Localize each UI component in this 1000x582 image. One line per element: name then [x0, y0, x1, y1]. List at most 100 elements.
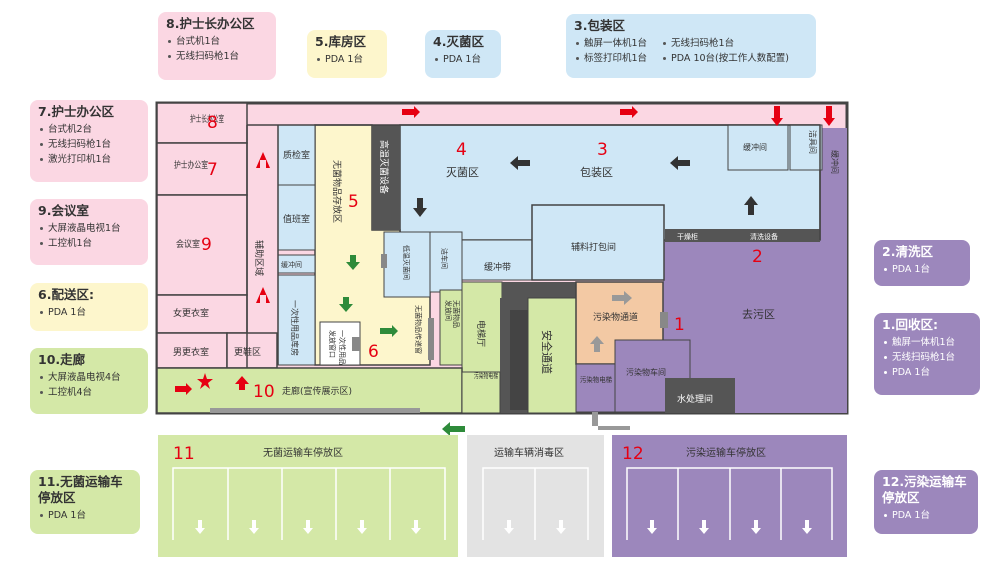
- aux-pack-room: [531, 204, 665, 281]
- room-sterile-goods: 无菌物品: [452, 300, 461, 328]
- corridor: [156, 367, 463, 414]
- male-locker: [156, 332, 228, 369]
- room-buffer-small: 缓冲间: [281, 260, 302, 269]
- callout-item: PDA 1台: [38, 508, 132, 523]
- parking-disinfect-label: 运输车辆消毒区: [494, 446, 564, 459]
- room-disposable-store: 一次性用品库房: [290, 300, 300, 356]
- room-male: 男更衣室: [173, 346, 209, 358]
- callout-head-nurse-office: 8.护士长办公区 台式机1台无线扫码枪1台: [158, 12, 276, 80]
- room-safe-passage: 安全通道: [540, 330, 554, 374]
- callout-title: 5.库房区: [315, 34, 366, 49]
- callout-item: 大屏液晶电视1台: [38, 221, 140, 236]
- room-elevator: 电梯厅: [475, 320, 487, 347]
- callout-corridor: 10.走廊 大屏液晶电视4台工控机4台: [30, 348, 148, 414]
- elevator-hall: [461, 281, 503, 373]
- num-2: 2: [752, 247, 763, 267]
- callout-title: 9.会议室: [38, 203, 89, 218]
- room-qc: 质检室: [283, 149, 310, 161]
- callout-item: PDA 1台: [315, 52, 379, 67]
- room-wash-equip: 清洗设备: [750, 232, 778, 241]
- parking-dirty-label: 污染运输车停放区: [686, 446, 766, 459]
- room-dirty-elev-1: 污染物电梯: [474, 371, 498, 380]
- callout-item: PDA 10台(按工作人数配置): [661, 51, 789, 66]
- room-dryer: 干燥柜: [677, 232, 698, 241]
- callout-sterilize: 4.灭菌区 PDA 1台: [425, 30, 501, 78]
- room-sterile-storage: 无菌物品存放区: [331, 160, 343, 223]
- callout-sterile-parking: 11.无菌运输车停放区 PDA 1台: [30, 470, 140, 534]
- callout-title: 12.污染运输车停放区: [882, 474, 967, 505]
- room-low-temp: 低温灭菌间: [402, 245, 411, 280]
- room-clean-tool: 洁具间: [808, 130, 818, 154]
- num-12: 12: [622, 444, 644, 464]
- duty-room: [277, 184, 316, 251]
- room-labels: 护士长办公室 护士办公室 会议室 女更衣室 男更衣室 更鞋区 辅助区域 质检室 …: [173, 113, 840, 405]
- callout-item: PDA 1台: [38, 305, 140, 320]
- room-dispatch: 发放间: [444, 300, 453, 321]
- room-transfer-window: 无菌物品传递窗: [414, 305, 423, 354]
- room-clean-car: 洁车间: [440, 248, 449, 269]
- buffer-room-top: [727, 124, 789, 171]
- num-3: 3: [597, 140, 608, 160]
- shaft-block-3: [510, 310, 528, 410]
- num-7: 7: [207, 160, 218, 180]
- parking-arrows: [195, 520, 812, 534]
- change-room: [226, 332, 278, 369]
- callout-item: 标签打印机1台: [574, 51, 647, 66]
- callout-title: 3.包装区: [574, 18, 625, 33]
- callout-title: 4.灭菌区: [433, 34, 484, 49]
- num-9: 9: [201, 235, 212, 255]
- num-10: 10: [253, 382, 275, 402]
- flow-arrows-dark: [413, 156, 758, 217]
- parking-lines: [172, 467, 833, 540]
- disposable-store: [277, 274, 316, 366]
- num-11: 11: [173, 444, 195, 464]
- flow-arrows-gray: [590, 291, 632, 430]
- room-buffer-top: 缓冲间: [743, 142, 767, 152]
- room-meeting: 会议室: [176, 238, 200, 250]
- num-8: 8: [207, 113, 218, 133]
- callout-storage: 5.库房区 PDA 1台: [307, 30, 387, 78]
- room-high-temp: 高温灭菌设备: [378, 140, 390, 194]
- callout-item: 触屏一体机1台: [574, 36, 647, 51]
- sterile-parking: [158, 435, 458, 557]
- callout-item: PDA 1台: [882, 262, 962, 277]
- room-disposable-goods: 一次性用品: [338, 330, 347, 365]
- callout-title: 6.配送区:: [38, 287, 94, 302]
- room-dirty-channel: 污染物通道: [593, 311, 638, 323]
- clean-tool-room: [789, 124, 823, 171]
- room-buffer-zone: 缓冲带: [484, 261, 511, 273]
- callout-item: 激光打印机1台: [38, 152, 140, 167]
- room-buffer-right: 缓冲间: [830, 150, 840, 174]
- callout-title: 1.回收区:: [882, 317, 938, 332]
- callout-item: 无线扫码枪1台: [661, 36, 789, 51]
- qc-room: [277, 124, 316, 186]
- zone-numbers: 1 2 3 4 5 6 7 8 9 10 11 12: [173, 113, 763, 464]
- callout-item: 无线扫码枪1台: [882, 350, 972, 365]
- room-dispatch-window: 发放窗口: [328, 330, 337, 358]
- num-1: 1: [674, 315, 685, 335]
- callout-title: 8.护士长办公区: [166, 16, 255, 31]
- callout-item: PDA 1台: [882, 365, 972, 380]
- callout-item: 大屏液晶电视4台: [38, 370, 140, 385]
- room-female: 女更衣室: [173, 307, 209, 319]
- red-flow-arrows: [175, 106, 835, 395]
- room-dirty-car: 污染物车间: [626, 367, 666, 377]
- wash-equipment: [735, 229, 820, 242]
- callout-item: 工控机4台: [38, 385, 140, 400]
- room-aux: 辅助区域: [253, 240, 265, 276]
- room-decontam: 去污区: [742, 308, 775, 321]
- callout-wash: 2.清洗区 PDA 1台: [874, 240, 970, 286]
- callout-dispatch: 6.配送区: PDA 1台: [30, 283, 148, 331]
- flow-arrows-green: [339, 255, 465, 436]
- room-packing: 包装区: [580, 166, 613, 179]
- callout-title: 11.无菌运输车停放区: [38, 474, 123, 505]
- room-change: 更鞋区: [234, 346, 261, 358]
- callout-meeting: 9.会议室 大屏液晶电视1台工控机1台: [30, 199, 148, 265]
- callout-item: 无线扫码枪1台: [38, 137, 140, 152]
- dirty-elevator-room: [575, 363, 617, 413]
- callout-item: 台式机2台: [38, 122, 140, 137]
- room-water: 水处理间: [677, 393, 713, 405]
